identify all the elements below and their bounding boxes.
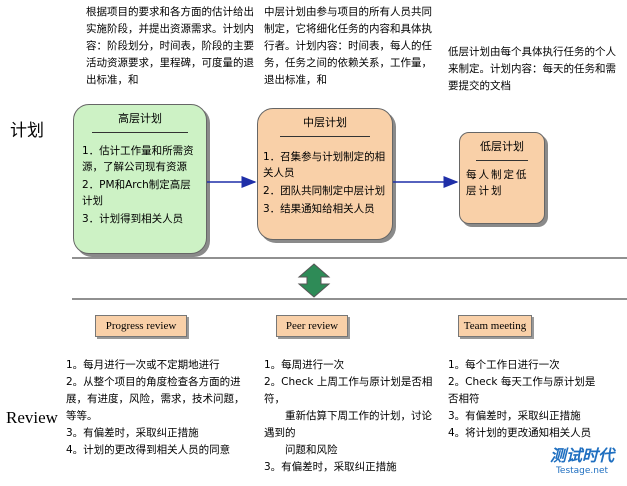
review-item: 重新估算下周工作的计划，讨论遇到的 bbox=[264, 410, 432, 439]
high-level-plan-box: 高层计划 1．估计工作量和所需资源，了解公司现有资源 2．PM和Arch制定高层… bbox=[73, 104, 207, 254]
peer-review-label: Peer review bbox=[276, 315, 348, 337]
review-item: 3。有偏差时，采取纠正措施 bbox=[66, 427, 199, 439]
review-item: 3。有偏差时，采取纠正措施 bbox=[264, 461, 397, 473]
team-meeting-details: 1。每个工作日进行一次 2。Check 每天工作与原计划是否相符 3。有偏差时，… bbox=[448, 357, 598, 467]
mid-plan-item: 3．结果通知给相关人员 bbox=[263, 203, 375, 215]
title-divider bbox=[476, 160, 528, 161]
review-item: 4。计划的更改得到相关人员的同意 bbox=[66, 444, 231, 456]
review-item: 1。每月进行一次或不定期地进行 bbox=[66, 359, 220, 371]
review-label: Review bbox=[6, 408, 58, 427]
mid-level-plan-box: 中层计划 1．召集参与计划制定的相关人员 2．团队共同制定中层计划 3．结果通知… bbox=[257, 108, 393, 240]
high-plan-item: 3．计划得到相关人员 bbox=[82, 213, 184, 225]
progress-review-details: 1。每月进行一次或不定期地进行 2。从整个项目的角度检查各方面的进展，有进度，风… bbox=[66, 357, 250, 486]
watermark: 测试时代 Testage.net bbox=[540, 438, 624, 484]
review-item: 1。每周进行一次 bbox=[264, 359, 345, 371]
low-level-plan-box: 低层计划 每人制定低层计划 bbox=[459, 132, 545, 224]
up-down-arrow-icon bbox=[297, 263, 331, 298]
high-plan-item: 1．估计工作量和所需资源，了解公司现有资源 bbox=[82, 145, 194, 173]
mid-level-description: 中层计划由参与项目的所有人员共同制定，它将细化任务的内容和具体执行者。计划内容：… bbox=[264, 6, 432, 86]
mid-level-plan-title: 中层计划 bbox=[303, 116, 347, 129]
mid-plan-item: 2．团队共同制定中层计划 bbox=[263, 185, 386, 197]
review-item: 1。每个工作日进行一次 bbox=[448, 359, 560, 371]
high-plan-item: 2．PM和Arch制定高层计划 bbox=[82, 179, 191, 207]
watermark-url: Testage.net bbox=[555, 466, 609, 476]
title-divider bbox=[92, 132, 188, 133]
title-divider bbox=[280, 136, 370, 137]
mid-plan-item: 1．召集参与计划制定的相关人员 bbox=[263, 151, 386, 179]
peer-review-details: 1。每周进行一次 2。Check 上周工作与原计划是否相符， 重新估算下周工作的… bbox=[264, 357, 434, 486]
plan-label: 计划 bbox=[10, 121, 44, 140]
review-item: 2。从整个项目的角度检查各方面的进展，有进度，风险，需求，技术问题，等等。 bbox=[66, 376, 245, 422]
review-item: 2。Check 上周工作与原计划是否相符， bbox=[264, 376, 433, 405]
review-item: 3。有偏差时，采取纠正措施 bbox=[448, 410, 581, 422]
review-item: 2。Check 每天工作与原计划是否相符 bbox=[448, 376, 596, 405]
low-plan-body: 每人制定低层计划 bbox=[466, 169, 529, 197]
low-level-plan-title: 低层计划 bbox=[480, 140, 524, 153]
review-item: 4。将计划的更改通知相关人员 bbox=[448, 427, 592, 439]
high-level-description: 根据项目的要求和各方面的估计给出实施阶段，并提出资源需求。计划内容：阶段划分，时… bbox=[86, 6, 254, 86]
watermark-title: 测试时代 bbox=[549, 446, 614, 465]
high-level-plan-title: 高层计划 bbox=[118, 112, 162, 125]
progress-review-label: Progress review bbox=[95, 315, 187, 337]
low-level-description: 低层计划由每个具体执行任务的个人来制定。计划内容：每天的任务和需要提交的文档 bbox=[448, 46, 616, 92]
review-item: 问题和风险 bbox=[264, 444, 338, 456]
team-meeting-label: Team meeting bbox=[458, 315, 532, 337]
